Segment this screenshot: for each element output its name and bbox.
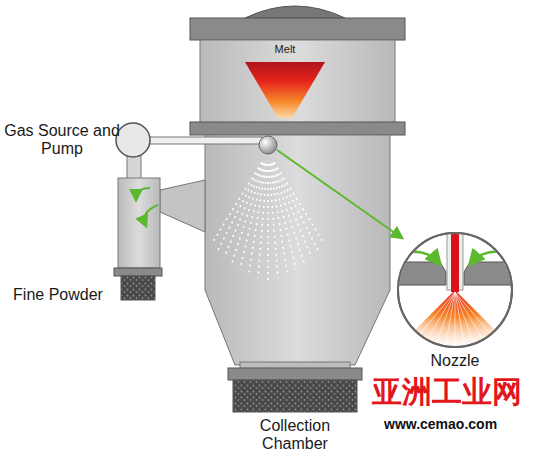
watermark-url: www.cemao.com (384, 416, 497, 432)
spray-stroke (270, 164, 287, 274)
fine-powder-bin: Fine Powder (2, 286, 114, 304)
gas-source-pump: Gas Source and Pump (3, 122, 121, 159)
spray-stroke (232, 163, 265, 263)
spray-stroke (443, 292, 455, 361)
spray-stroke (431, 292, 455, 358)
spray-stroke (455, 292, 456, 362)
node-label: Gas Source and Pump (3, 122, 121, 159)
spray-stroke (274, 162, 324, 244)
spray-stroke (273, 163, 312, 257)
node-label: Fine Powder (2, 286, 114, 304)
spray-stroke (410, 292, 455, 346)
spray-stroke (272, 163, 305, 263)
node-label: Nozzle (405, 352, 505, 370)
nozzle-inset: Nozzle (405, 352, 505, 370)
node-label: Melt (255, 43, 315, 56)
spray-stroke (267, 164, 269, 282)
collection-chamber: Collection Chamber (225, 417, 365, 454)
spray-stroke (258, 164, 267, 279)
spray-stroke (455, 292, 479, 358)
spray-stroke (455, 292, 500, 346)
spray-stroke (273, 163, 318, 251)
node-label: Collection Chamber (225, 417, 365, 454)
melt-chamber: Melt (255, 43, 315, 56)
spray-stroke (271, 164, 296, 270)
spray-stroke (269, 164, 278, 279)
spray-stroke (224, 163, 263, 257)
watermark-logo: 亚洲工业网 (372, 372, 522, 413)
spray-stroke (212, 162, 262, 244)
